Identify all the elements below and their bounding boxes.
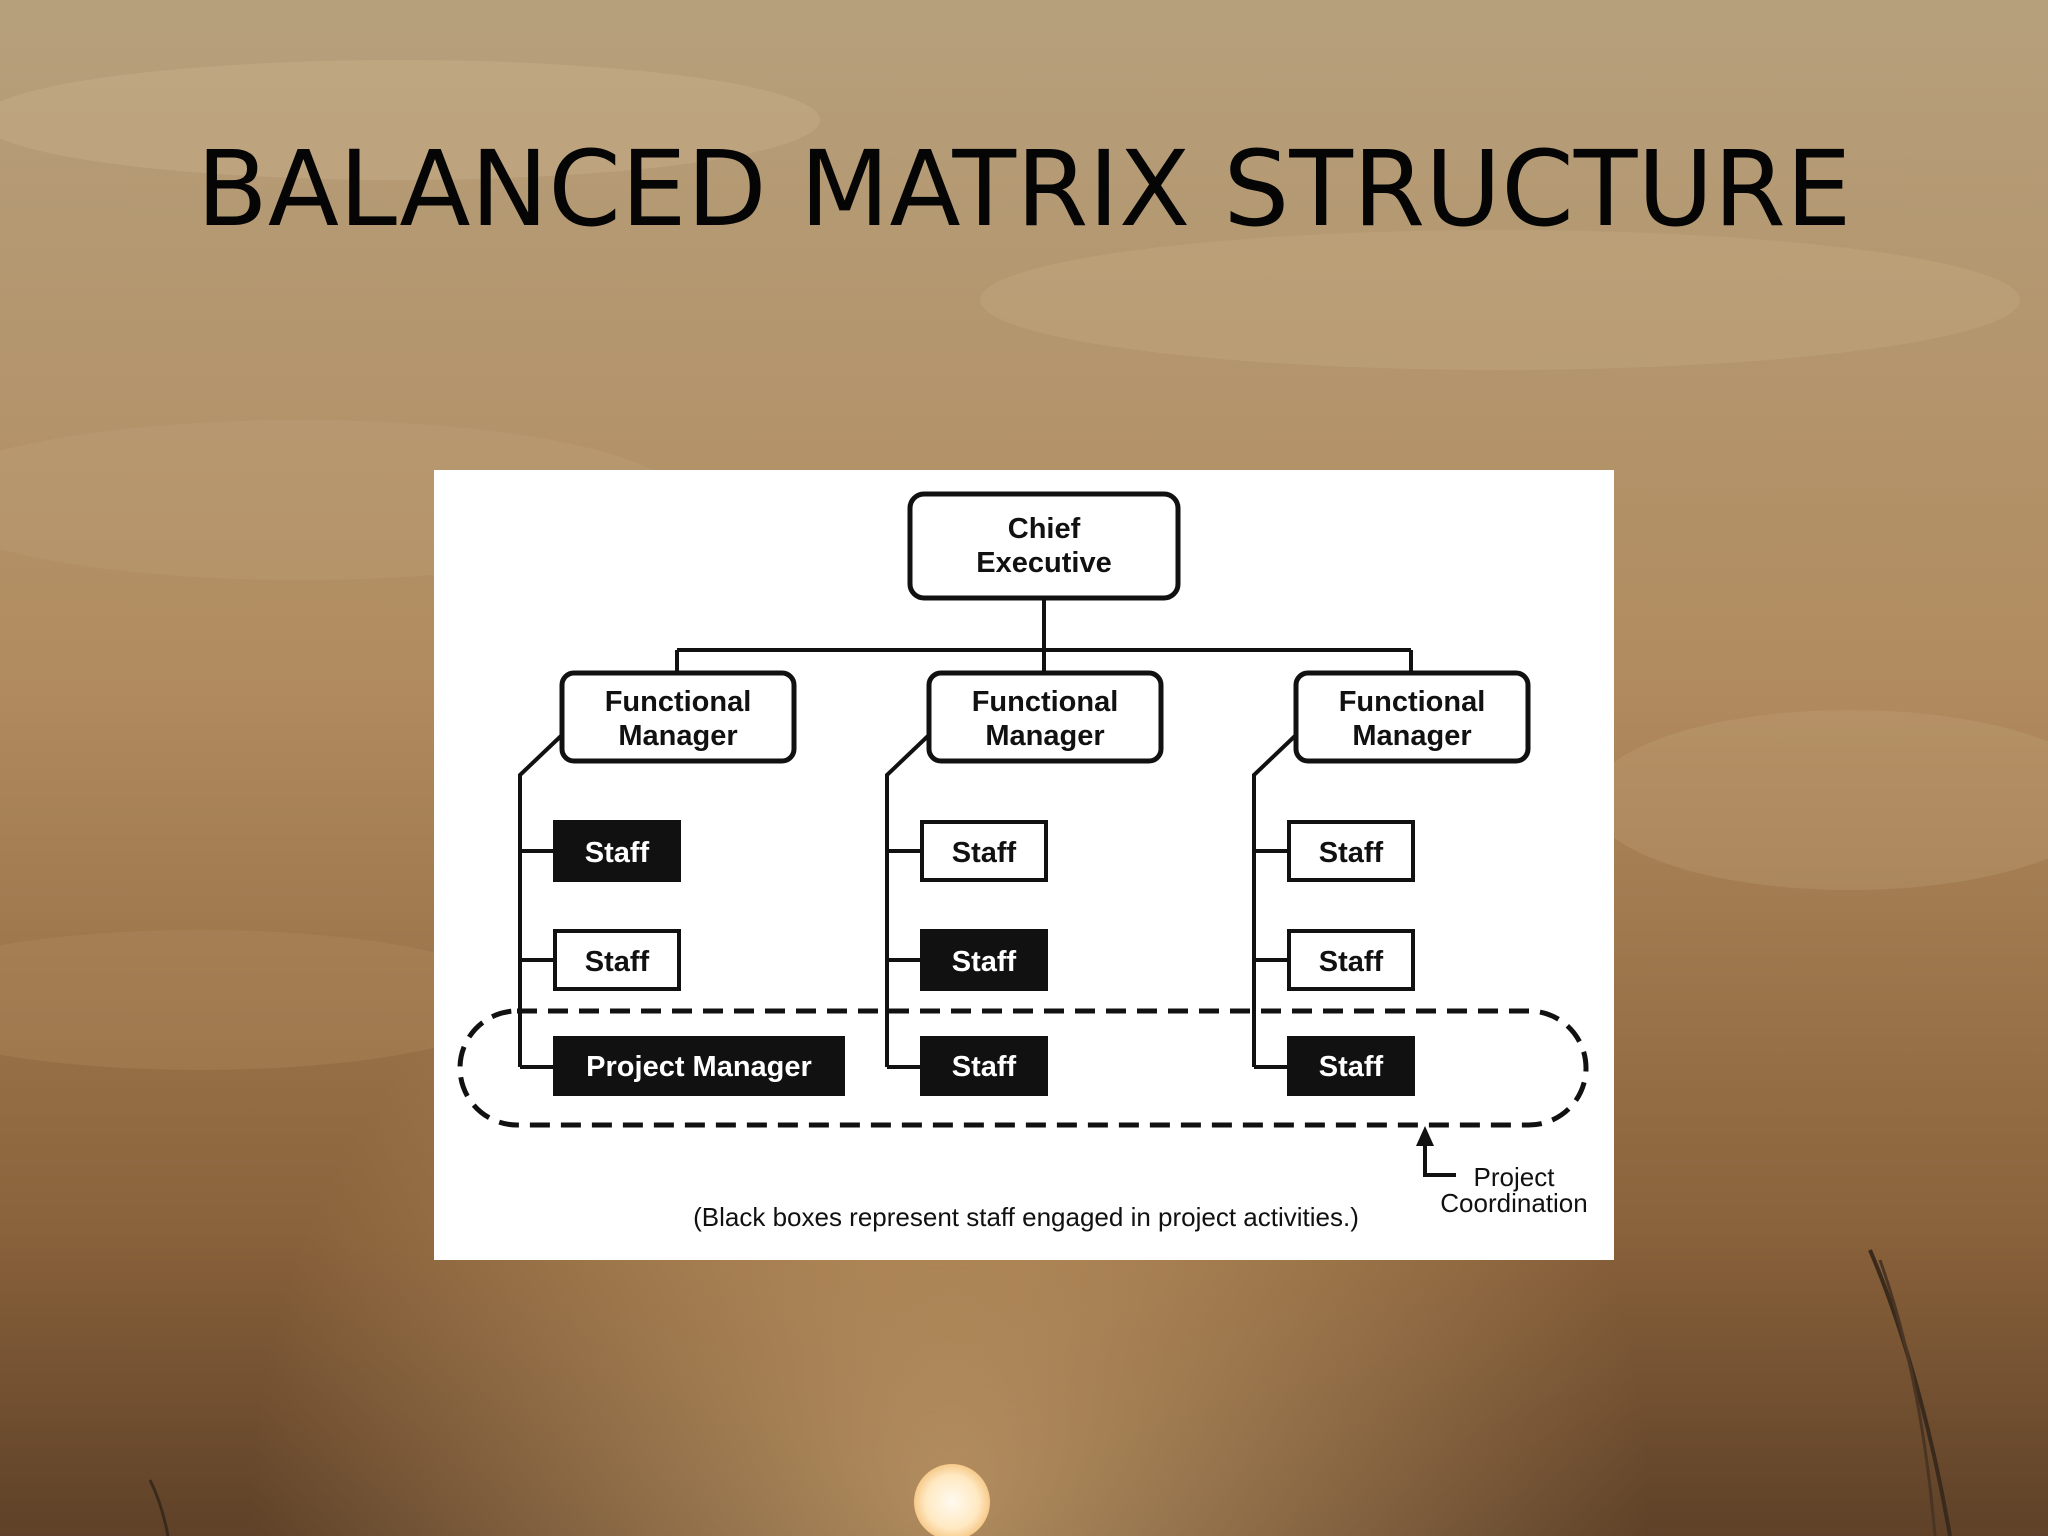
- staff-node: Staff: [553, 929, 681, 991]
- org-chart-panel: Chief Executive Functional Manager Funct…: [434, 470, 1614, 1260]
- functional-manager-line2: Manager: [618, 720, 737, 752]
- coordination-label-line2: Coordination: [1440, 1188, 1587, 1218]
- coordination-label-line1: Project: [1474, 1162, 1556, 1192]
- coordination-arrow: [1423, 1132, 1456, 1177]
- staff-label: Staff: [952, 1051, 1017, 1083]
- staff-label: Staff: [1319, 1051, 1384, 1083]
- sun-icon: [914, 1464, 990, 1536]
- staff-label: Staff: [585, 837, 650, 869]
- staff-node: Staff: [920, 929, 1048, 991]
- connector-line: [885, 733, 931, 1067]
- project-coordination-loop: [457, 1008, 1589, 1128]
- staff-node: Staff: [920, 1036, 1048, 1096]
- functional-manager-line1: Functional: [972, 686, 1119, 718]
- slide-title: BALANCED MATRIX STRUCTURE: [196, 128, 1852, 250]
- staff-node: Staff: [1287, 929, 1415, 991]
- chief-executive-node: Chief Executive: [907, 491, 1181, 601]
- project-manager-node: Project Manager: [553, 1036, 845, 1096]
- functional-manager-line2: Manager: [985, 720, 1104, 752]
- connector-line: [1252, 733, 1298, 1067]
- staff-node: Staff: [1287, 1036, 1415, 1096]
- connector-line: [518, 733, 564, 1067]
- balanced-matrix-diagram: Chief Executive Functional Manager Funct…: [457, 491, 1589, 1232]
- staff-label: Staff: [585, 946, 650, 978]
- arrow-head-icon: [1416, 1126, 1434, 1146]
- staff-label: Staff: [952, 946, 1017, 978]
- staff-label: Staff: [952, 837, 1017, 869]
- chief-executive-line2: Executive: [976, 547, 1111, 579]
- staff-label: Staff: [1319, 946, 1384, 978]
- diagram-footnote: (Black boxes represent staff engaged in …: [693, 1202, 1359, 1232]
- staff-node: Staff: [1287, 820, 1415, 882]
- functional-manager-line2: Manager: [1352, 720, 1471, 752]
- functional-manager-line1: Functional: [1339, 686, 1486, 718]
- functional-manager-line1: Functional: [605, 686, 752, 718]
- staff-node: Staff: [920, 820, 1048, 882]
- staff-label: Staff: [1319, 837, 1384, 869]
- functional-manager-node: Functional Manager: [559, 670, 797, 764]
- project-manager-label: Project Manager: [586, 1051, 812, 1083]
- functional-manager-node: Functional Manager: [1293, 670, 1531, 764]
- chief-executive-line1: Chief: [1008, 513, 1081, 545]
- functional-manager-node: Functional Manager: [926, 670, 1164, 764]
- staff-node: Staff: [553, 820, 681, 882]
